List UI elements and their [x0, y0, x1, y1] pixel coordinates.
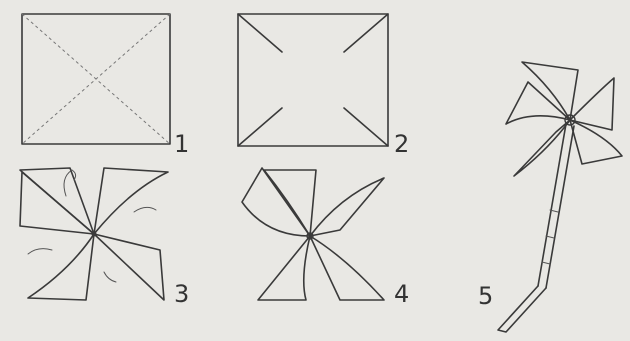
step-5-finished-pinwheel: [498, 62, 622, 332]
step-4-pinwheel-folded: [242, 168, 384, 300]
step-2-number: 2: [394, 130, 409, 158]
step-4-number: 4: [394, 280, 409, 308]
step-3-pinwheel-folding: [20, 168, 168, 300]
step-5-number: 5: [478, 282, 493, 310]
step-3-number: 3: [174, 280, 189, 308]
step-1-square-diagonals: [22, 14, 170, 144]
step-2-square-cuts: [238, 14, 388, 146]
step-1-number: 1: [174, 130, 189, 158]
